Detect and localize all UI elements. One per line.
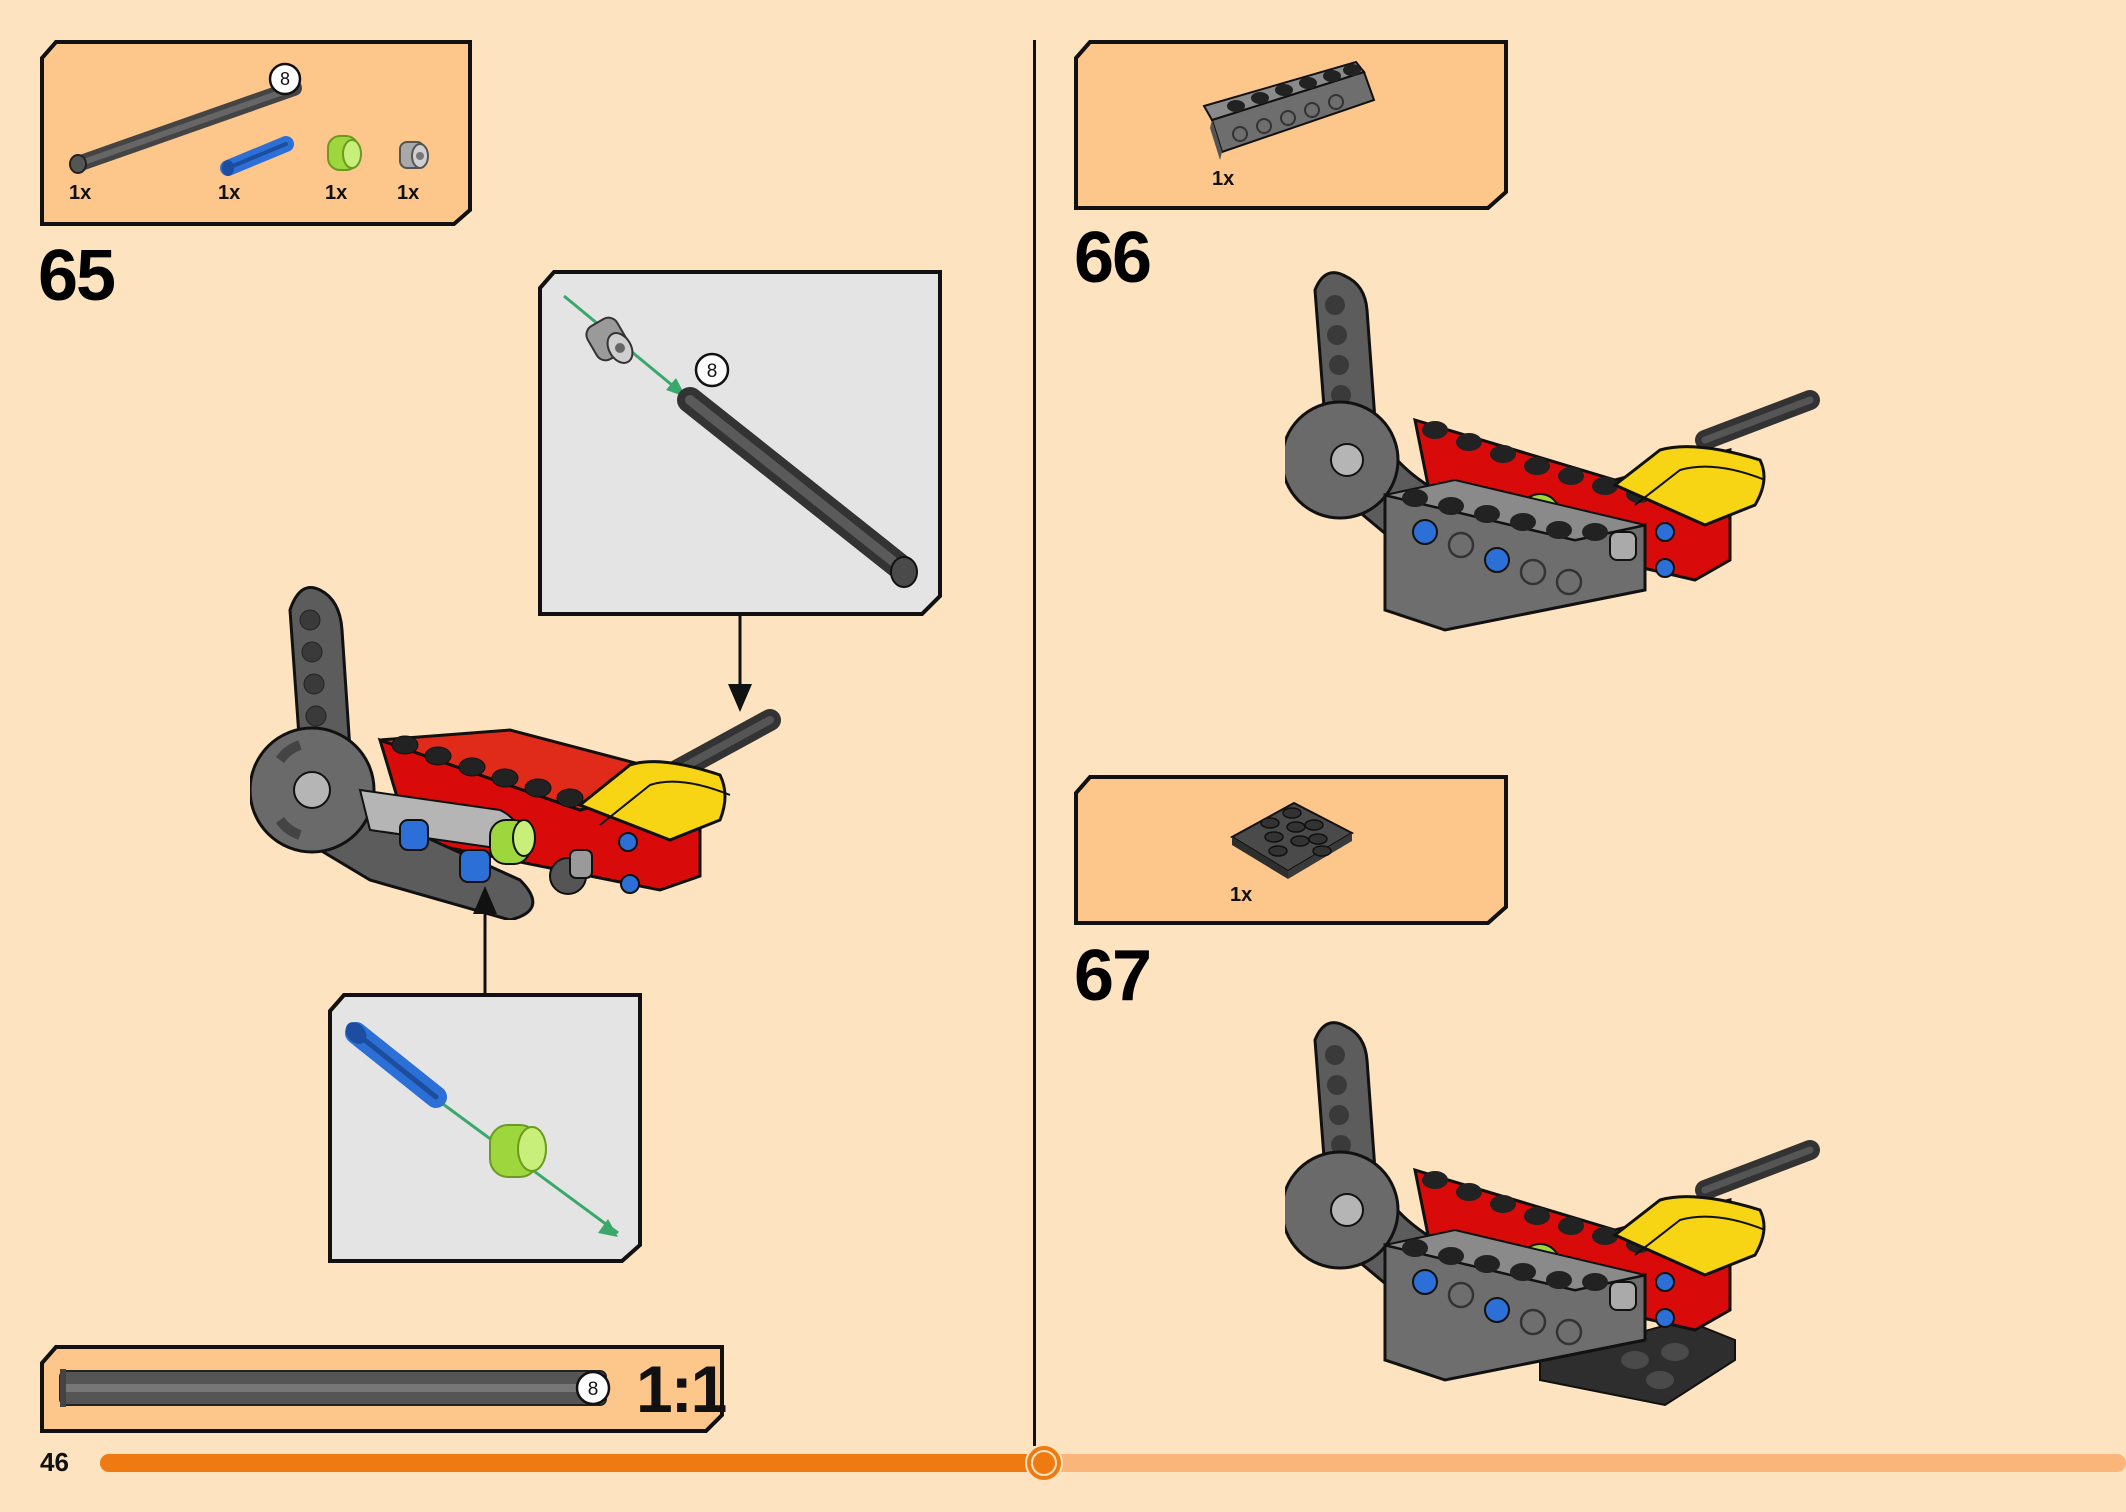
axle-length-text: 8 [280, 69, 290, 89]
lime-bush-icon [327, 135, 362, 171]
part-qty-blue-pin: 1x [218, 182, 241, 204]
axle-length-circle [575, 1370, 611, 1406]
parts-box-frame [40, 40, 472, 226]
model-step-66 [1285, 271, 1820, 632]
black-plate-icon [1230, 801, 1355, 879]
part-qty-black-plate: 1x [1230, 884, 1253, 906]
blue-pin-icon [220, 136, 294, 176]
model-step-65 [250, 586, 781, 920]
axle-length-text: 8 [707, 361, 718, 382]
step-number-67: 67 [1074, 936, 1152, 1016]
axle-length-circle [694, 352, 730, 388]
step-number-65: 65 [38, 236, 116, 316]
page-divider [1033, 40, 1036, 1446]
page-number: 46 [40, 1447, 69, 1477]
parts-box-frame [1074, 40, 1508, 210]
part-qty-axle: 1x [69, 182, 92, 204]
lime-bush-icon [489, 1124, 547, 1178]
axle-length-circle: 8 [268, 62, 302, 96]
scale-box-frame: 8 [40, 1345, 724, 1433]
part-qty-lime-bush: 1x [325, 182, 348, 204]
part-qty-grey-brick: 1x [1212, 168, 1235, 190]
callout-pin-assembly [328, 993, 642, 1263]
model-step-67 [1285, 1021, 1820, 1407]
callout-frame: 8 [538, 270, 942, 616]
part-qty-grey-bush: 1x [397, 182, 420, 204]
callout-axle-assembly: 8 [538, 270, 942, 616]
grey-bush-icon [399, 141, 429, 169]
down-arrow-icon [728, 616, 752, 712]
callout-frame [328, 993, 642, 1263]
parts-list-step-66: 1x [1074, 40, 1508, 210]
grey-bush-icon [585, 316, 634, 364]
blue-pin-icon [345, 1022, 447, 1108]
axle-8-icon [677, 387, 918, 588]
up-arrow-icon [473, 886, 497, 996]
scale-label: 1:1 [636, 1352, 727, 1426]
parts-box-frame [1074, 775, 1508, 925]
parts-list-step-67: 1x [1074, 775, 1508, 925]
parts-list-step-65: 8 1x 1x 1x 1x [40, 40, 472, 226]
step-number-66: 66 [1074, 218, 1152, 298]
grey-technic-brick-icon [1202, 60, 1376, 160]
progress-marker-icon [1025, 1444, 1063, 1482]
axle-8-icon [69, 80, 302, 174]
progress-fill [100, 1454, 1044, 1472]
axle-length-text: 8 [588, 1379, 599, 1400]
scale-box-1-1: 8 1:1 [40, 1345, 727, 1433]
